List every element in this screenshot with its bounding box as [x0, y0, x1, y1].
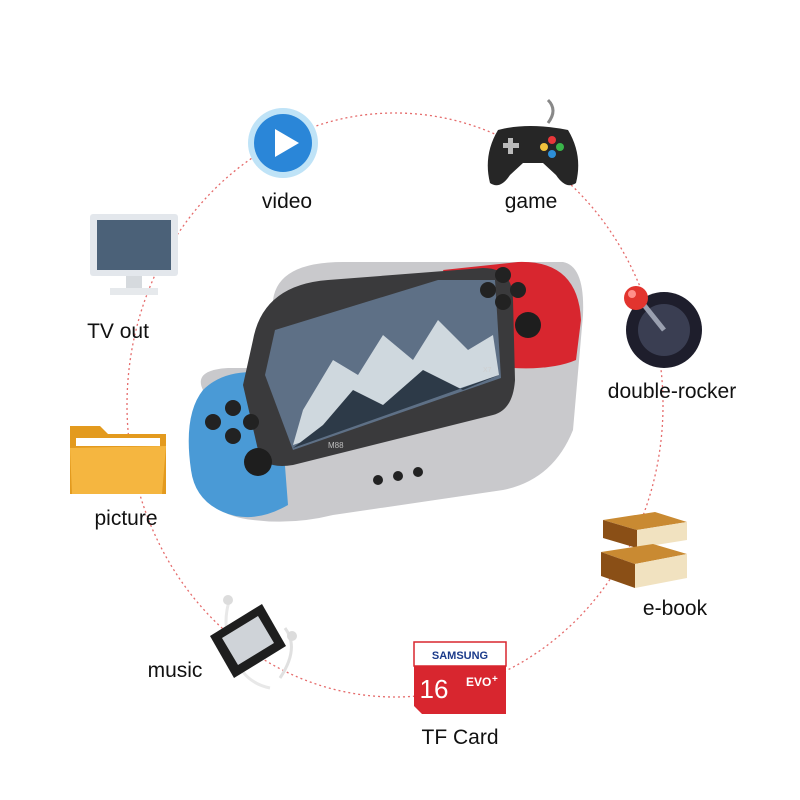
- card-brand: SAMSUNG: [432, 650, 488, 662]
- books-icon: [601, 512, 687, 588]
- console-screen-text: M88: [328, 441, 344, 450]
- feature-label: e-book: [642, 597, 708, 620]
- feature-label: TF Card: [421, 726, 499, 749]
- card-capacity: 16: [420, 674, 449, 704]
- mp3-player-icon: [210, 595, 297, 690]
- feature-label: TV out: [87, 320, 149, 343]
- feature-label: picture: [94, 507, 158, 530]
- gamepad-icon: [487, 98, 579, 186]
- joystick-icon: [624, 286, 702, 368]
- monitor-icon: [90, 214, 178, 295]
- feature-label: game: [504, 190, 558, 213]
- feature-label: double-rocker: [607, 380, 737, 403]
- feature-label: music: [147, 659, 203, 682]
- card-line: EVO: [466, 675, 491, 689]
- console-model: X7: [483, 367, 492, 374]
- card-line-plus: +: [492, 674, 498, 685]
- feature-label: video: [261, 190, 313, 213]
- sd-card-icon: SAMSUNG 16 EVO +: [413, 641, 507, 714]
- folder-icon: [70, 426, 166, 494]
- play-video-icon: [248, 108, 318, 178]
- handheld-console: M88 X7: [188, 261, 584, 522]
